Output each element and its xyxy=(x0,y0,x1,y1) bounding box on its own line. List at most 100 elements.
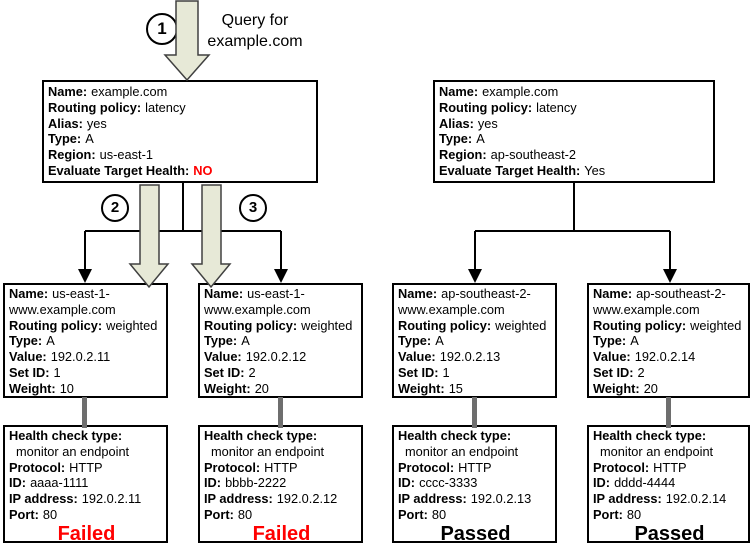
field-type: Type:A xyxy=(204,333,359,349)
field-value: A xyxy=(46,333,55,349)
field-value-highlight: NO xyxy=(193,162,213,178)
field-label: Weight: xyxy=(204,380,251,396)
field-label: Value: xyxy=(204,349,242,365)
field-set-id: Set ID:1 xyxy=(398,365,553,381)
field-label: Type: xyxy=(9,333,43,349)
field-value: ap-southeast-2 xyxy=(490,147,577,163)
field-value: 192.0.2.14 xyxy=(634,349,696,365)
field-port: Port:80 xyxy=(398,507,553,523)
field-weight: Weight:20 xyxy=(593,381,746,397)
weighted-record-us-east-1-set-1: Name:us-east-1-www.example.com Routing p… xyxy=(3,283,168,398)
field-value: 80 xyxy=(42,506,58,522)
field-value: HTTP xyxy=(458,459,492,475)
field-label: Set ID: xyxy=(9,364,50,380)
arrowhead-icon xyxy=(663,269,677,283)
field-label: Alias: xyxy=(439,115,474,131)
field-health-check-type: Health check type: xyxy=(204,428,359,444)
field-port: Port:80 xyxy=(593,507,746,523)
field-type: Type:A xyxy=(398,333,553,349)
query-caption: Query for example.com xyxy=(207,12,303,50)
field-value: 2 xyxy=(248,364,256,380)
field-name: Name:ap-southeast-2-www.example.com xyxy=(593,286,746,318)
field-name: Name:us-east-1-www.example.com xyxy=(204,286,359,318)
field-routing-policy: Routing policy:latency xyxy=(439,100,711,116)
field-ip-address: IP address:192.0.2.14 xyxy=(593,491,746,507)
field-weight: Weight:15 xyxy=(398,381,553,397)
field-ip-address: IP address:192.0.2.11 xyxy=(9,491,164,507)
flow-arrow-2-icon xyxy=(128,184,170,289)
field-label: Port: xyxy=(593,506,623,522)
field-alias: Alias:yes xyxy=(48,116,314,132)
field-label: Protocol: xyxy=(204,459,261,475)
health-status-passed: Passed xyxy=(634,522,705,545)
field-type: Type:A xyxy=(9,333,164,349)
field-label: Value: xyxy=(9,349,47,365)
field-label: Alias: xyxy=(48,115,83,131)
field-label: Set ID: xyxy=(593,364,634,380)
field-label: Name: xyxy=(439,84,479,99)
field-value-ip: Value:192.0.2.11 xyxy=(9,349,164,365)
field-value: 80 xyxy=(626,506,642,522)
field-ip-address: IP address:192.0.2.13 xyxy=(398,491,553,507)
field-value: 80 xyxy=(237,506,253,522)
field-label: Routing policy: xyxy=(439,99,533,115)
field-name: Name:example.com xyxy=(439,84,711,100)
field-label: Value: xyxy=(593,349,631,365)
field-label: Routing policy: xyxy=(204,317,298,333)
field-set-id: Set ID:2 xyxy=(593,365,746,381)
field-label: Evaluate Target Health: xyxy=(48,162,190,178)
field-value: dddd-4444 xyxy=(614,475,676,491)
field-value: yes xyxy=(477,115,498,131)
field-value: A xyxy=(476,131,485,147)
field-label: Name: xyxy=(204,286,244,301)
field-set-id: Set ID:1 xyxy=(9,365,164,381)
field-value: 15 xyxy=(448,380,463,396)
field-name: Name:example.com xyxy=(48,84,314,100)
field-value: weighted xyxy=(495,317,547,333)
field-value: latency xyxy=(536,99,577,115)
field-routing-policy: Routing policy:weighted xyxy=(9,318,164,334)
field-value: cccc-3333 xyxy=(419,475,478,491)
field-health-check-type: Health check type: xyxy=(398,428,553,444)
field-value-ip: Value:192.0.2.14 xyxy=(593,349,746,365)
field-health-check-type: Health check type: xyxy=(9,428,164,444)
health-check-dddd-4444: Health check type: monitor an endpoint P… xyxy=(587,425,750,545)
field-value: HTTP xyxy=(264,459,298,475)
field-value: A xyxy=(435,333,444,349)
field-label: Set ID: xyxy=(398,364,439,380)
field-label: Type: xyxy=(48,131,82,147)
field-label: ID: xyxy=(398,475,416,491)
branch-connector-right xyxy=(474,183,671,270)
field-value: HTTP xyxy=(653,459,687,475)
field-label: Type: xyxy=(398,333,432,349)
field-label: Routing policy: xyxy=(398,317,492,333)
field-value: 192.0.2.12 xyxy=(245,349,307,365)
step-2-badge: 2 xyxy=(101,194,129,222)
field-label: IP address: xyxy=(9,491,78,507)
field-protocol: Protocol:HTTP xyxy=(593,460,746,476)
arrowhead-icon xyxy=(78,269,92,283)
field-label: IP address: xyxy=(204,491,273,507)
arrowhead-icon xyxy=(468,269,482,283)
field-routing-policy: Routing policy:weighted xyxy=(398,318,553,334)
field-label: Routing policy: xyxy=(9,317,103,333)
step-3-badge: 3 xyxy=(239,194,267,222)
field-value: 192.0.2.13 xyxy=(470,491,532,507)
field-type: Type:A xyxy=(439,131,711,147)
field-label: Protocol: xyxy=(398,459,455,475)
field-value: 1 xyxy=(53,364,61,380)
field-label: Name: xyxy=(593,286,633,301)
health-check-cccc-3333: Health check type: monitor an endpoint P… xyxy=(392,425,557,544)
weighted-record-us-east-1-set-2: Name:us-east-1-www.example.com Routing p… xyxy=(198,283,363,398)
field-label: Value: xyxy=(398,349,436,365)
field-value: aaaa-1111 xyxy=(30,475,89,491)
field-label: Name: xyxy=(48,84,88,99)
weighted-record-ap-southeast-2-set-1: Name:ap-southeast-2-www.example.com Rout… xyxy=(392,283,557,398)
field-health-check-type-value: monitor an endpoint xyxy=(211,443,325,459)
field-label: Set ID: xyxy=(204,364,245,380)
field-ip-address: IP address:192.0.2.12 xyxy=(204,491,359,507)
field-value: 192.0.2.13 xyxy=(439,349,501,365)
field-value: 2 xyxy=(637,364,645,380)
field-label: Protocol: xyxy=(9,459,66,475)
